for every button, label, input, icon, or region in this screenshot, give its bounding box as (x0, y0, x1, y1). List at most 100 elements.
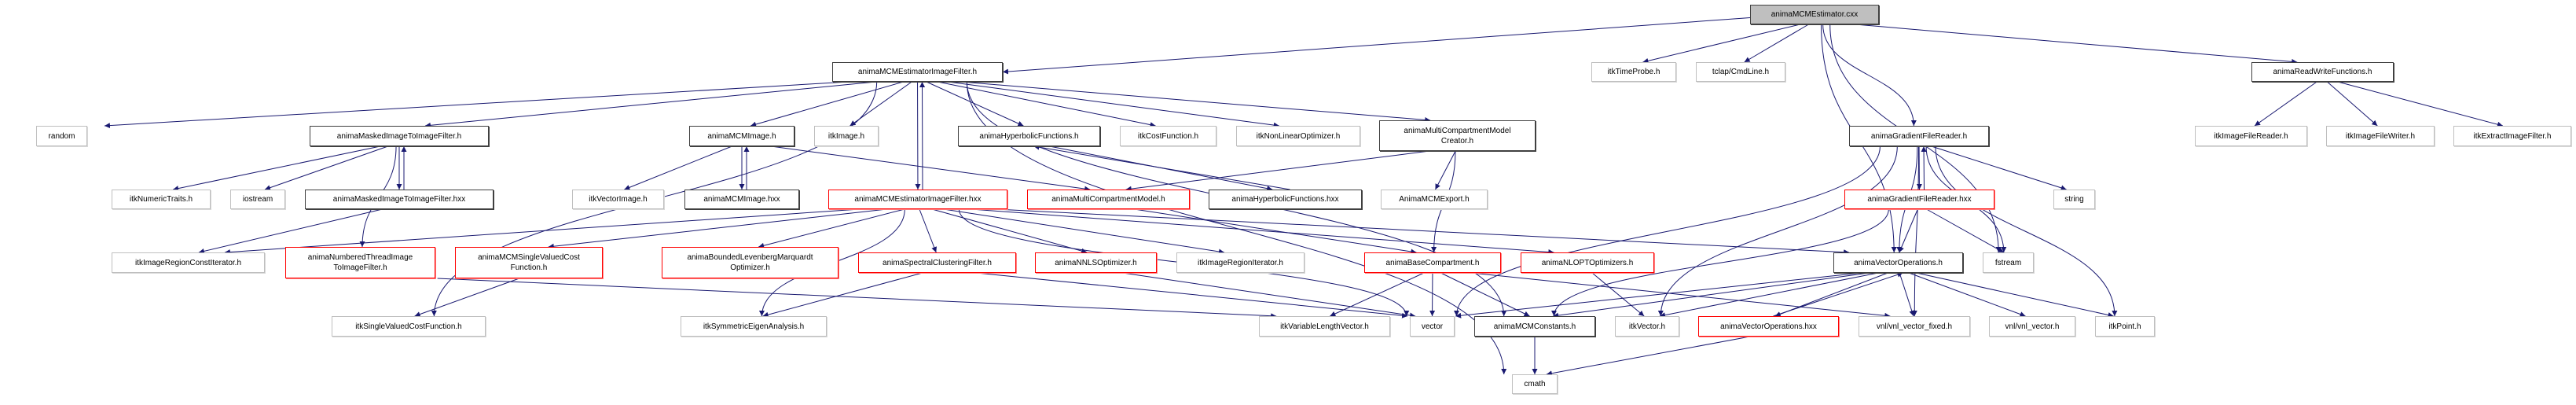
edge-rw-to-imgWriter (2327, 81, 2378, 127)
graph-node-blm[interactable]: animaBoundedLevenbergMarquardt Optimizer… (662, 247, 838, 278)
node-label: itkSingleValuedCostFunction.h (355, 322, 462, 331)
graph-node-hypH[interactable]: animaHyperbolicFunctions.h (958, 126, 1100, 146)
graph-node-gradHxx[interactable]: animaGradientFileReader.hxx (1844, 190, 1994, 209)
edge-estHxx-to-nlopt (971, 208, 1554, 255)
graph-node-itkPoint[interactable]: itkPoint.h (2095, 316, 2155, 337)
graph-node-estHxx[interactable]: animaMCMEstimatorImageFilter.hxx (828, 190, 1007, 209)
edge-vecOpsH-to-constants (1553, 272, 1870, 318)
graph-node-regIt[interactable]: itkImageRegionIterator.h (1176, 252, 1305, 273)
graph-node-timeprobe[interactable]: itkTimeProbe.h (1591, 62, 1676, 82)
node-label: animaMCMEstimator.cxx (1771, 10, 1859, 19)
graph-node-numTraits[interactable]: itkNumericTraits.h (112, 190, 211, 209)
node-label: animaMCMSingleValuedCost Function.h (478, 253, 580, 272)
graph-node-maskH[interactable]: animaMaskedImageToImageFilter.h (310, 126, 489, 146)
graph-node-cmath[interactable]: cmath (1512, 374, 1558, 394)
graph-node-nnls[interactable]: animaNNLSOptimizer.h (1035, 252, 1157, 273)
graph-node-nlopt[interactable]: animaNLOPTOptimizers.h (1521, 252, 1654, 273)
graph-node-mcmImgH[interactable]: animaMCMImage.h (689, 126, 794, 146)
edge-creator-to-export (1435, 150, 1456, 190)
node-label: cmath (1524, 380, 1546, 388)
edge-mcm-to-baseComp (1134, 208, 1417, 255)
edge-estHxx-to-spectral (919, 208, 938, 253)
graph-node-imgWriter[interactable]: itkImageFileWriter.h (2326, 126, 2435, 146)
graph-node-gradH[interactable]: animaGradientFileReader.h (1849, 126, 1989, 146)
graph-node-vnlFixed[interactable]: vnl/vnl_vector_fixed.h (1859, 316, 1970, 337)
graph-node-regConstIt[interactable]: itkImageRegionConstIterator.h (112, 252, 265, 273)
graph-node-varLen[interactable]: itkVariableLengthVector.h (1259, 316, 1390, 337)
graph-node-numThread[interactable]: animaNumberedThreadImage ToImageFilter.h (285, 247, 435, 278)
edge-nlopt-to-itkVector (1591, 272, 1645, 317)
edge-vecOpsH-to-itkPoint (1916, 272, 2114, 318)
graph-node-itkImage[interactable]: itkImage.h (814, 126, 879, 146)
edge-estHxx-to-vecOpsH (996, 208, 1850, 256)
edge-gradH-to-itkVector (1657, 145, 1898, 317)
edge-creator-to-mcm (1125, 150, 1430, 192)
graph-node-mcmImgHxx[interactable]: animaMCMImage.hxx (684, 190, 799, 209)
graph-node-creator[interactable]: animaMultiCompartmentModel Creator.h (1379, 120, 1536, 151)
node-label: vnl/vnl_vector_fixed.h (1876, 322, 1953, 331)
graph-node-tclap[interactable]: tclap/CmdLine.h (1696, 62, 1785, 82)
edge-nnls-to-vector (1122, 272, 1416, 318)
node-label: animaMCMEstimatorImageFilter.h (857, 68, 978, 76)
graph-node-symEig[interactable]: itkSymmetricEigenAnalysis.h (681, 316, 827, 337)
edge-estHxx-to-mcmCost (548, 208, 887, 249)
node-label: animaMCMImage.h (707, 131, 776, 141)
graph-node-nlOpt[interactable]: itkNonLinearOptimizer.h (1236, 126, 1360, 146)
edge-rw-to-extract (2337, 81, 2504, 127)
node-label: animaNumberedThreadImage ToImageFilter.h (307, 253, 413, 272)
node-label: itkCostFunction.h (1137, 131, 1199, 141)
graph-node-vecOpsH[interactable]: animaVectorOperations.h (1833, 252, 1963, 273)
node-label: itkImageRegionConstIterator.h (134, 258, 242, 267)
node-label: itkPoint.h (2108, 322, 2141, 331)
edge-baseComp-to-constants (1440, 272, 1530, 317)
graph-node-hypHxx[interactable]: animaHyperbolicFunctions.hxx (1209, 190, 1362, 209)
edge-vecOpsHxx-to-vecOpsH (1773, 271, 1903, 317)
graph-node-costFn[interactable]: itkCostFunction.h (1120, 126, 1216, 146)
graph-node-estH[interactable]: animaMCMEstimatorImageFilter.h (832, 62, 1003, 82)
node-label: animaSpectralClusteringFilter.h (883, 258, 992, 267)
edge-estH-to-nlOpt (948, 81, 1279, 128)
graph-node-singleCost[interactable]: itkSingleValuedCostFunction.h (332, 316, 486, 337)
graph-node-random[interactable]: random (36, 126, 87, 146)
graph-node-string[interactable]: string (2053, 190, 2095, 209)
node-label: vector (1421, 322, 1444, 331)
graph-node-mcm[interactable]: animaMultiCompartmentModel.h (1027, 190, 1190, 209)
graph-node-vecImage[interactable]: itkVectorImage.h (572, 190, 664, 209)
node-label: animaNLOPTOptimizers.h (1541, 258, 1634, 267)
node-label: animaVectorOperations.hxx (1720, 322, 1817, 331)
graph-node-vector[interactable]: vector (1410, 316, 1455, 337)
node-label: itkImageRegionIterator.h (1198, 258, 1283, 267)
edge-estHxx-to-blm (758, 208, 905, 249)
node-label: itkImageFileReader.h (2214, 131, 2288, 141)
graph-node-rw[interactable]: animaReadWriteFunctions.h (2251, 62, 2394, 82)
node-label: itkTimeProbe.h (1607, 68, 1660, 76)
node-label: animaMaskedImageToImageFilter.h (336, 131, 462, 141)
graph-node-itkVector[interactable]: itkVector.h (1615, 316, 1679, 337)
graph-node-maskHxx[interactable]: animaMaskedImageToImageFilter.hxx (305, 190, 494, 209)
node-label: animaReadWriteFunctions.h (2273, 68, 2372, 76)
node-label: itkImage.h (827, 131, 865, 141)
graph-node-constants[interactable]: animaMCMConstants.h (1474, 316, 1595, 337)
node-label: animaMultiCompartmentModel Creator.h (1404, 126, 1511, 145)
graph-node-vecOpsHxx[interactable]: animaVectorOperations.hxx (1698, 316, 1839, 337)
edge-gradH-to-itkPoint (1935, 145, 2118, 317)
graph-node-vnlVector[interactable]: vnl/vnl_vector.h (1989, 316, 2075, 337)
edge-gradH-to-string (1931, 145, 2067, 191)
edge-rw-to-imgReader (2254, 81, 2317, 127)
graph-node-export[interactable]: AnimaMCMExport.h (1381, 190, 1488, 209)
edge-estH-to-creator (960, 81, 1431, 123)
node-label: string (2064, 195, 2084, 204)
graph-node-iostream[interactable]: iostream (230, 190, 285, 209)
edge-mcmCost-to-singleCost (414, 278, 519, 317)
graph-node-baseComp[interactable]: animaBaseCompartment.h (1364, 252, 1501, 273)
graph-node-cxx[interactable]: animaMCMEstimator.cxx (1750, 5, 1879, 24)
graph-node-fstream[interactable]: fstream (1983, 252, 2034, 273)
graph-node-spectral[interactable]: animaSpectralClusteringFilter.h (858, 252, 1016, 273)
graph-node-imgReader[interactable]: itkImageFileReader.h (2195, 126, 2307, 146)
graph-node-extract[interactable]: itkExtractImageFilter.h (2453, 126, 2571, 146)
node-label: itkNonLinearOptimizer.h (1256, 131, 1341, 141)
node-label: itkExtractImageFilter.h (2473, 131, 2552, 141)
edge-baseComp-to-vnlFixed (1470, 272, 1891, 318)
graph-node-mcmCost[interactable]: animaMCMSingleValuedCost Function.h (455, 247, 603, 278)
